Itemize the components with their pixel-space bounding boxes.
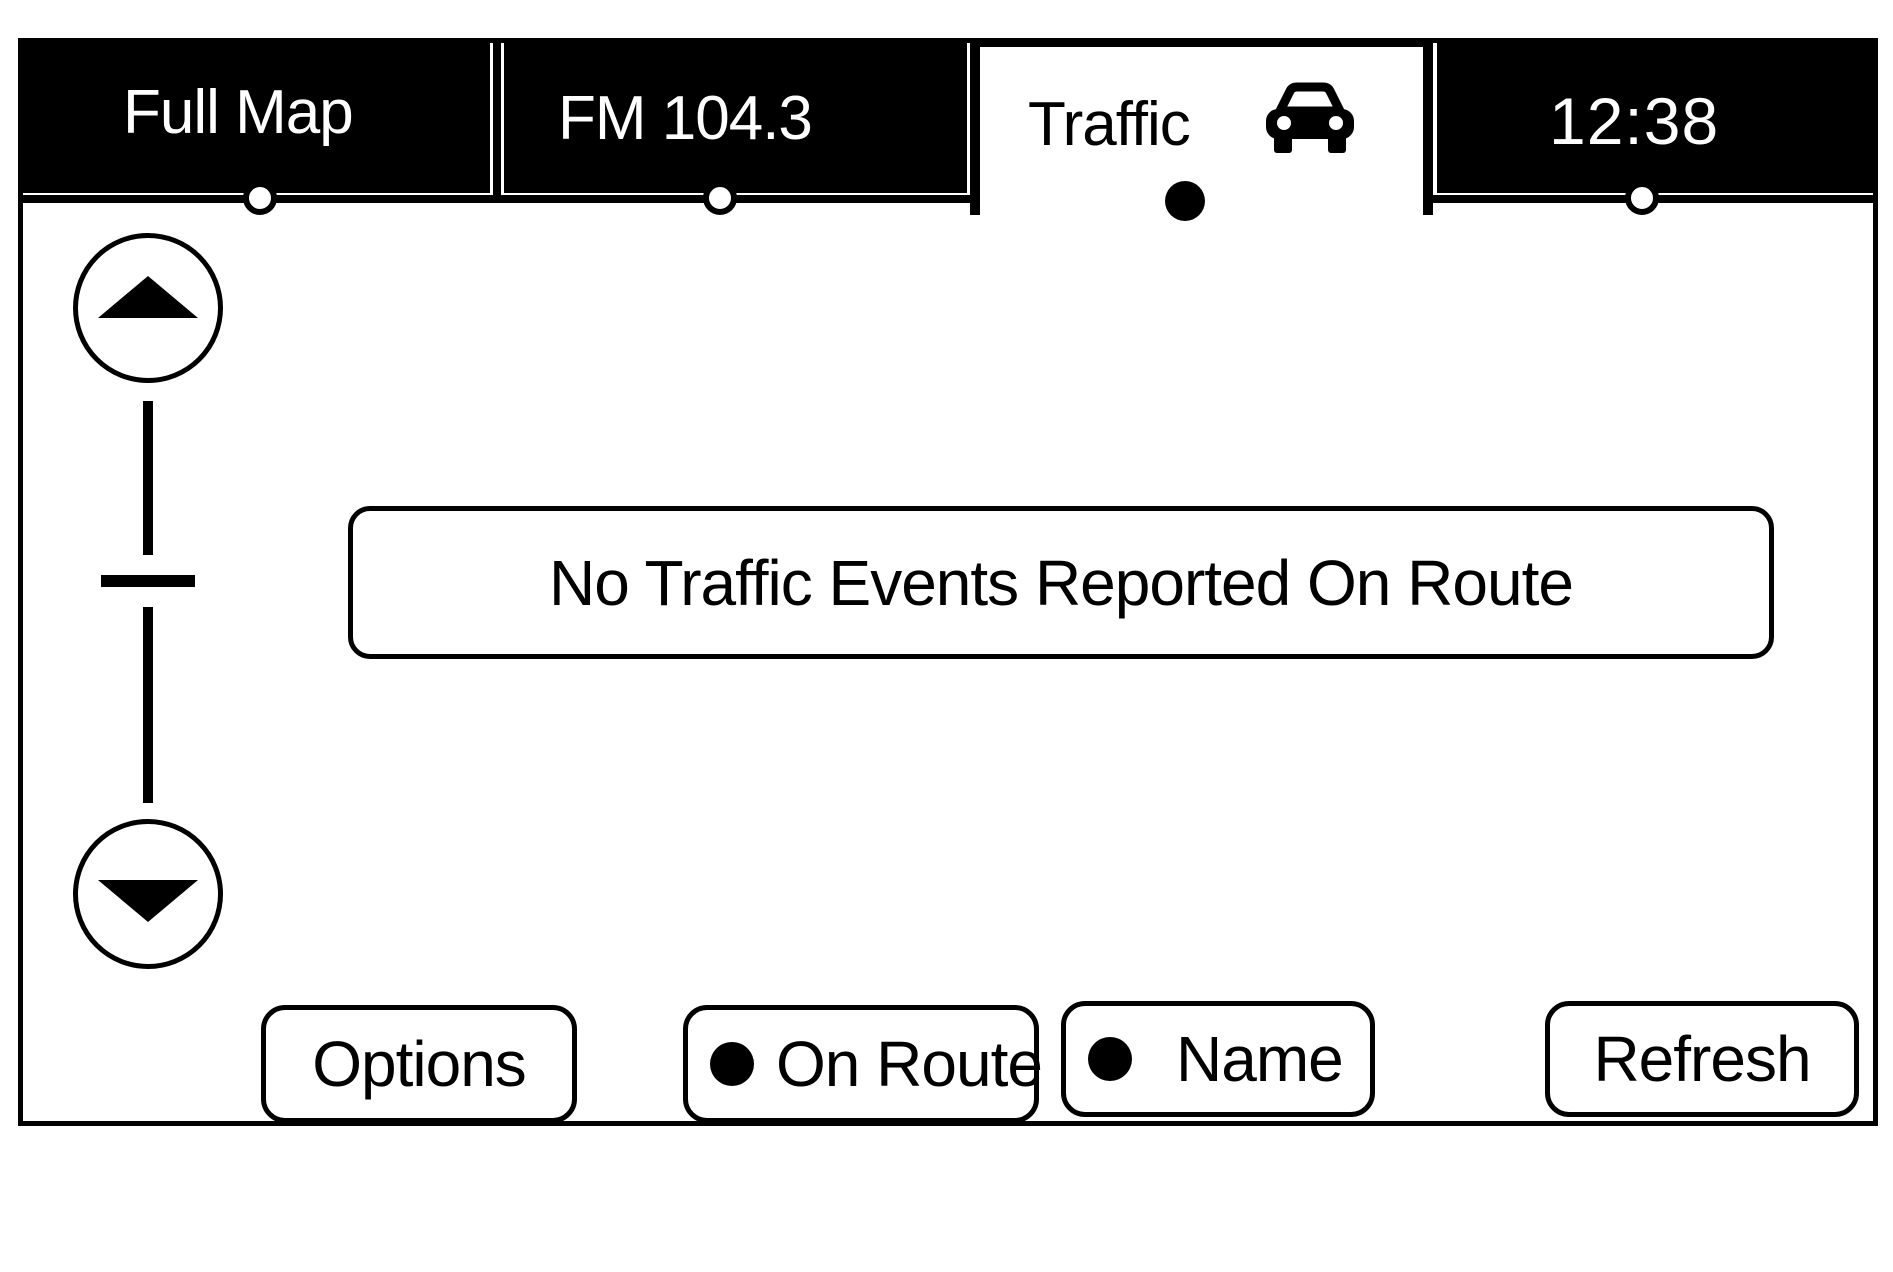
tab-indicator-fm-radio: [703, 181, 737, 215]
traffic-message-box: No Traffic Events Reported On Route: [348, 506, 1774, 659]
refresh-button[interactable]: Refresh: [1545, 1001, 1859, 1117]
tab-traffic-label: Traffic: [1028, 90, 1191, 159]
tab-divider-1: [490, 43, 504, 203]
options-button-label: Options: [312, 1028, 527, 1100]
tab-indicator-traffic: [1165, 181, 1205, 221]
tab-full-map-label: Full Map: [123, 78, 354, 147]
triangle-down-icon: [98, 880, 198, 922]
tab-fm-radio[interactable]: FM 104.3: [504, 43, 967, 193]
clock-time: 12:38: [1549, 84, 1720, 158]
on-route-button-label: On Route: [776, 1028, 1043, 1100]
scroll-track-upper: [143, 401, 153, 555]
scroll-track-lower: [143, 607, 153, 803]
tab-indicator-clock: [1625, 181, 1659, 215]
on-route-radio-dot: [710, 1042, 754, 1086]
scroll-thumb[interactable]: [101, 575, 195, 587]
scroll-down-button[interactable]: [73, 819, 223, 969]
scroll-up-button[interactable]: [73, 233, 223, 383]
traffic-screen: Full Map FM 104.3 Traffic 12:38: [18, 38, 1878, 1126]
tab-divider-3: [1423, 43, 1437, 203]
tab-underline-left: [23, 195, 970, 203]
tab-indicator-full-map: [243, 181, 277, 215]
traffic-message-text: No Traffic Events Reported On Route: [549, 546, 1574, 619]
refresh-button-label: Refresh: [1593, 1023, 1811, 1095]
triangle-up-icon: [98, 276, 198, 318]
tab-clock[interactable]: 12:38: [1437, 43, 1873, 193]
car-icon: [1266, 82, 1354, 153]
name-button[interactable]: Name: [1061, 1001, 1375, 1117]
on-route-button[interactable]: On Route: [683, 1005, 1043, 1123]
options-button[interactable]: Options: [261, 1005, 577, 1123]
tab-full-map[interactable]: Full Map: [23, 43, 490, 193]
tab-traffic[interactable]: Traffic: [970, 39, 1433, 215]
name-button-label: Name: [1176, 1023, 1344, 1095]
name-radio-dot: [1088, 1037, 1132, 1081]
tab-fm-radio-label: FM 104.3: [558, 84, 813, 153]
